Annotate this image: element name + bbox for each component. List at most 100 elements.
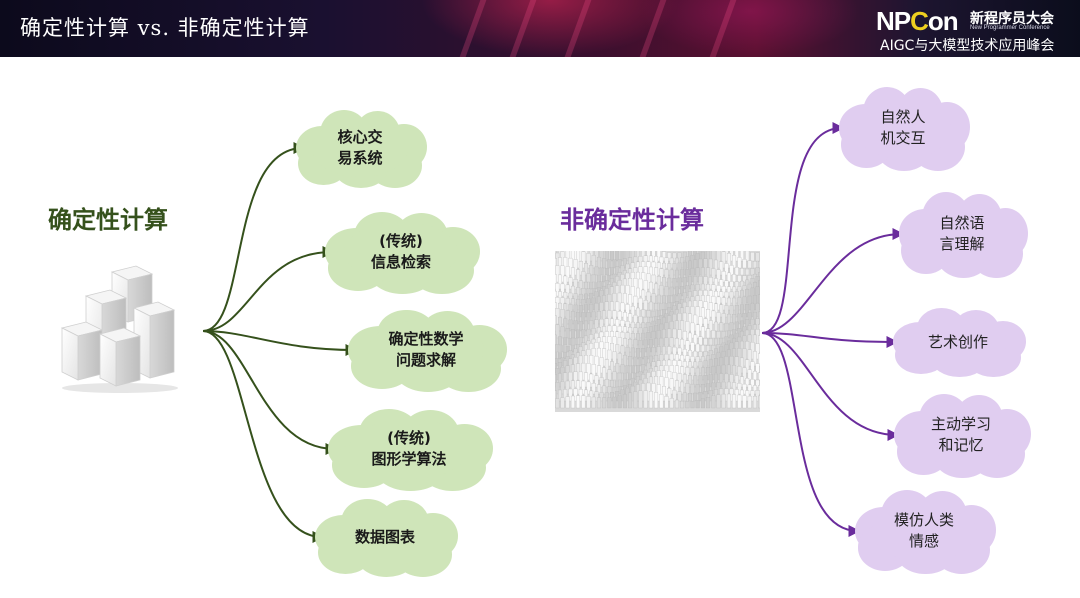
wave-bar [693,350,698,360]
wave-bar [612,371,617,381]
wave-bar [698,351,703,360]
wave-bar [672,389,677,402]
wave-bar [737,297,742,311]
wave-bar [752,311,757,325]
wave-bar [591,274,596,283]
wave-bar [734,321,739,332]
wave-bar [656,346,661,360]
wave-bar [680,339,685,353]
wave-bar [714,259,718,276]
wave-bar [617,259,622,269]
wave-bar [700,344,705,353]
deterministic-connector [202,330,338,455]
wave-bar [612,351,617,367]
wave-bar [648,339,653,353]
wave-bar [573,388,578,402]
wave-bar [604,318,609,332]
header-banner: 确定性计算 vs. 非确定性计算 NPCon 新程序员大会 New Progra… [0,0,1080,57]
wave-bar [646,347,651,360]
wave-bar [570,285,575,297]
wave-bar [711,382,716,395]
wave-bar [734,251,739,262]
wave-bar [646,310,651,318]
wave-bar [734,356,739,374]
wave-bar [625,251,630,262]
wave-bar [747,260,752,269]
wave-bar [591,311,596,325]
nondeterministic-connector [761,332,861,537]
wave-bar [695,367,700,381]
wave-bar [599,302,604,318]
wave-bar [716,365,721,381]
wave-bar [555,324,560,339]
wave-bar [703,351,708,360]
wave-bar [643,356,648,367]
wave-bar [654,283,659,297]
wave-bar [646,291,651,304]
wave-bar [568,388,573,402]
wave-bar [578,280,583,290]
wave-bar [677,347,682,360]
wave-bar [636,348,640,360]
wave-bar [570,345,575,353]
wave-bar [560,326,565,339]
wave-bar [750,390,755,402]
wave-bar [719,337,724,346]
wave-bar [724,305,729,318]
wave-bar [558,336,562,346]
wave-bar [690,367,695,381]
wave-bar [607,259,612,269]
wave-bar [685,268,690,283]
wave-bar [719,304,724,318]
wave-bar [558,352,562,360]
wave-bar [706,309,711,325]
wave-bar [586,328,591,339]
wave-bar [586,288,591,297]
wave-bar [664,337,669,353]
wave-bar [576,380,581,395]
wave-bar [721,364,726,381]
wave-bar [636,365,640,374]
wave-bar [586,273,591,283]
wave-bar [570,267,575,283]
wave-bar [729,374,734,388]
wave-bar [674,269,679,283]
wave-bar [734,281,739,290]
wave-bar [596,397,601,409]
wave-bar [669,257,674,269]
cloud-label: 数据图表 [354,527,415,546]
banner-glow [420,0,680,57]
wave-bar [674,399,679,409]
wave-bar [716,285,721,297]
wave-bar [643,280,648,297]
wave-bar [682,331,687,346]
wave-bar [602,385,607,395]
wave-bar [607,397,612,409]
wave-bar [625,321,630,332]
wave-bar [752,261,757,269]
wave-bar [742,313,747,325]
wave-bar [648,391,653,409]
wave-bar [682,261,687,276]
wave-bar [610,392,614,402]
wave-bar [620,380,625,388]
wave-bar [563,389,568,402]
wave-bar [610,301,614,318]
wave-bar [740,376,744,388]
wave-bar [724,373,729,388]
wave-bar [584,389,588,402]
wave-bar [708,390,713,402]
wave-bar [638,356,643,367]
wave-bar [558,373,562,388]
wave-bar [573,259,578,276]
wave-bar [669,286,674,297]
wave-bar [721,271,726,283]
wave-bar [654,355,659,367]
wave-bar [584,304,588,318]
wave-bar [594,319,599,332]
wave-bar [607,349,612,367]
wave-bar [726,313,731,325]
wave-bar [711,284,716,297]
wave-bar [578,337,583,346]
wave-bar [604,268,609,276]
